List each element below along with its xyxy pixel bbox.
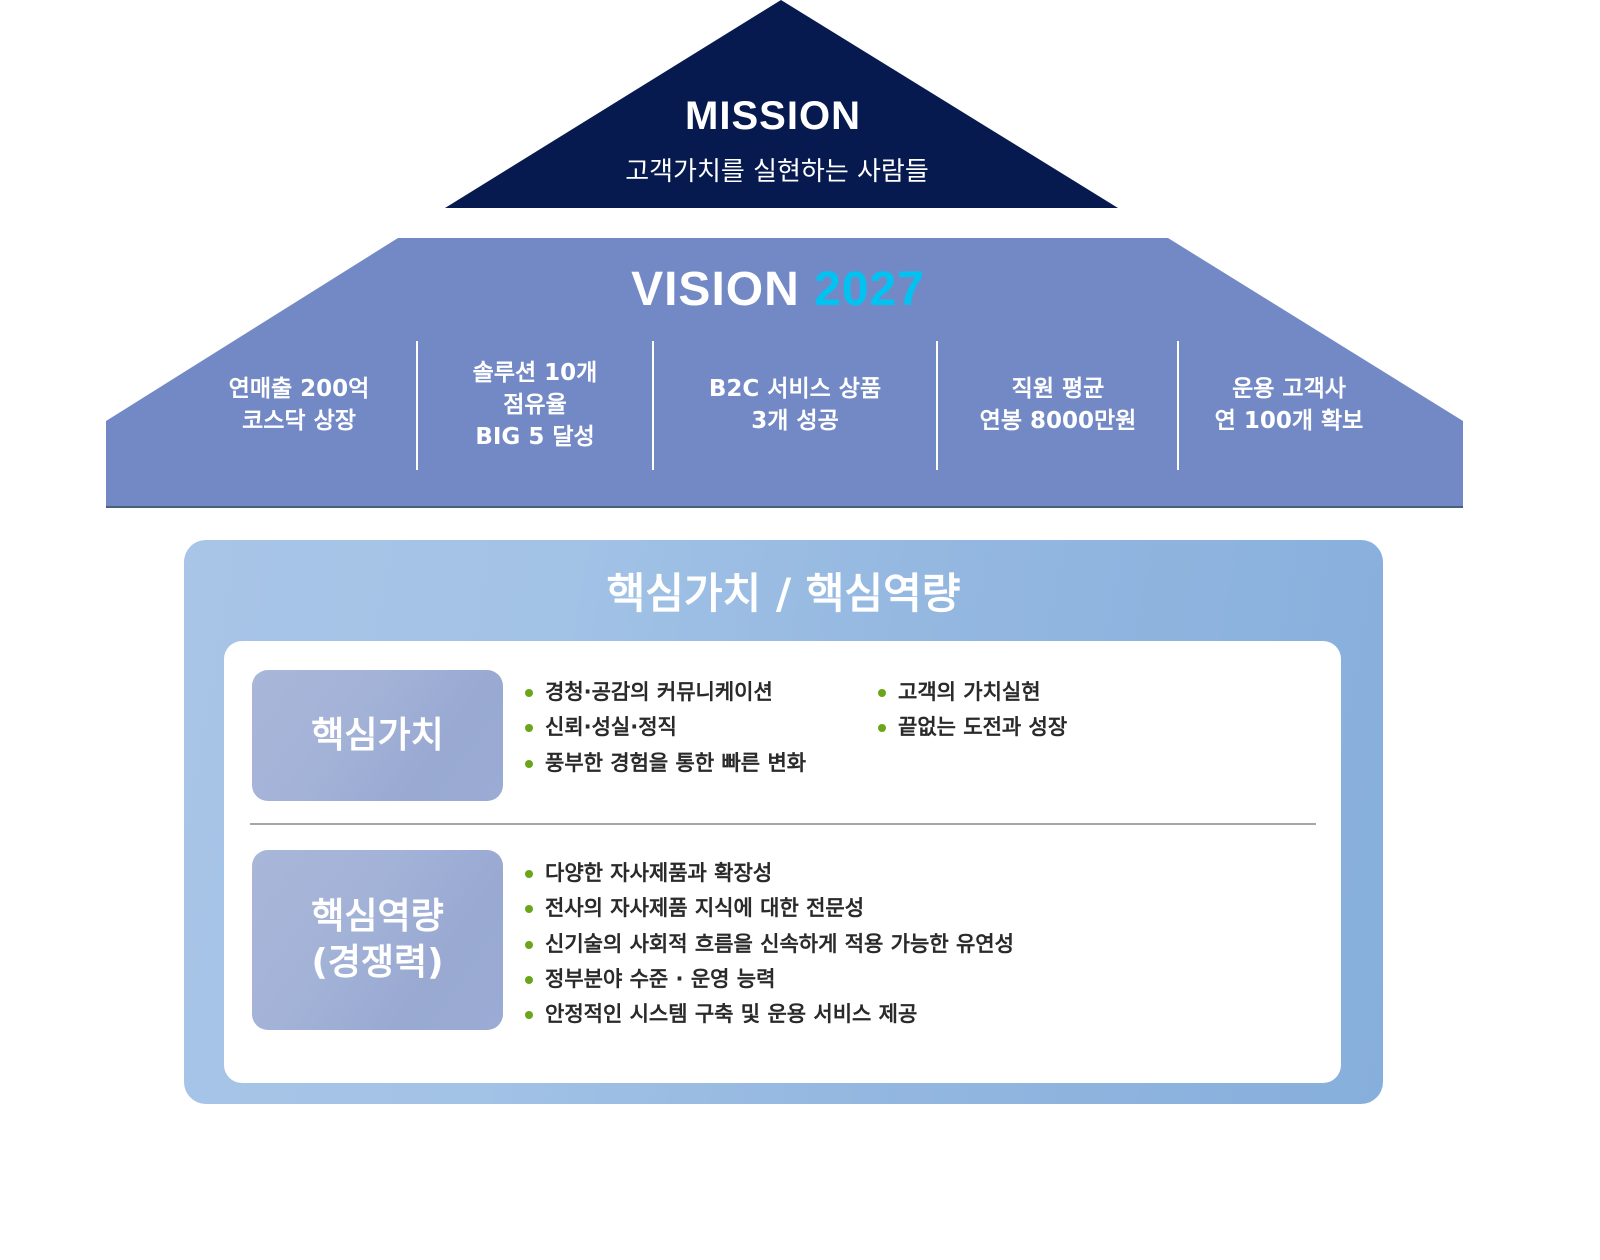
bullet-dot-icon (525, 975, 533, 984)
mission-statement: 고객가치를 실현하는 사람들 (625, 157, 929, 187)
vision-goal-clients: 운용 고객사 연 100개 확보 (1179, 340, 1399, 470)
list-item: 다양한 자사제품과 확장성 (525, 856, 1014, 891)
vision-goal-revenue: 연매출 200억 코스닥 상장 (182, 340, 416, 470)
goal-divider (416, 341, 418, 470)
core-competencies-list: 다양한 자사제품과 확장성 전사의 자사제품 지식에 대한 전문성 신기술의 사… (525, 856, 1014, 1032)
list-item: 안정적인 시스템 구축 및 운용 서비스 제공 (525, 997, 1014, 1032)
goal-line: 코스닥 상장 (242, 408, 356, 434)
goal-line: BIG 5 달성 (475, 424, 595, 450)
bullet-dot-icon (525, 940, 533, 949)
goal-line: 연매출 200억 (228, 376, 370, 402)
goal-line: 연봉 8000만원 (979, 408, 1137, 434)
core-competencies-label-text: 핵심역량 (311, 896, 444, 937)
core-values-label-text: 핵심가치 (311, 714, 444, 756)
section-divider (250, 823, 1316, 825)
goal-line: 연 100개 확보 (1214, 408, 1364, 434)
vision-roof (106, 238, 1463, 508)
goal-line: 직원 평균 (1011, 376, 1105, 402)
vision-title: VISION 2027 (0, 262, 1556, 317)
list-item: 신기술의 사회적 흐름을 신속하게 적용 가능한 유연성 (525, 927, 1014, 962)
goal-line: 운용 고객사 (1232, 376, 1346, 402)
bullet-dot-icon (525, 905, 533, 914)
vision-goal-b2c: B2C 서비스 상품 3개 성공 (654, 340, 936, 470)
goal-line: 3개 성공 (751, 408, 839, 434)
list-item: 경청·공감의 커뮤니케이션 (525, 675, 806, 710)
core-section-title: 핵심가치 / 핵심역량 (606, 569, 961, 618)
goal-divider (936, 341, 938, 470)
bullet-dot-icon (525, 724, 533, 733)
list-item: 전사의 자사제품 지식에 대한 전문성 (525, 891, 1014, 926)
list-item: 끝없는 도전과 성장 (878, 710, 1067, 745)
goal-line: 솔루션 10개 (472, 360, 598, 386)
mission-title: MISSION (685, 94, 861, 138)
vision-goal-salary: 직원 평균 연봉 8000만원 (938, 340, 1178, 470)
core-competencies-label-sub: (경쟁력) (311, 942, 444, 983)
vision-goal-solution-share: 솔루션 10개 점유율 BIG 5 달성 (418, 340, 652, 470)
core-values-list-2: 고객의 가치실현 끝없는 도전과 성장 (878, 675, 1067, 746)
goal-line: 점유율 (503, 392, 567, 418)
bullet-dot-icon (525, 689, 533, 697)
bullet-dot-icon (878, 689, 886, 697)
core-competencies-label: 핵심역량 (경쟁력) (252, 850, 503, 1030)
bullet-dot-icon (878, 724, 886, 733)
list-item: 고객의 가치실현 (878, 675, 1067, 710)
goal-divider (652, 341, 654, 470)
list-item: 신뢰·성실·정직 (525, 710, 806, 745)
list-item: 풍부한 경험을 통한 빠른 변화 (525, 746, 806, 781)
bullet-dot-icon (525, 1011, 533, 1020)
mission-triangle (445, 0, 1118, 208)
bullet-dot-icon (525, 870, 533, 878)
list-item: 정부분야 수준 · 운영 능력 (525, 962, 1014, 997)
core-values-list-1: 경청·공감의 커뮤니케이션 신뢰·성실·정직 풍부한 경험을 통한 빠른 변화 (525, 675, 806, 781)
core-values-label: 핵심가치 (252, 670, 503, 801)
goal-line: B2C 서비스 상품 (708, 376, 882, 402)
bullet-dot-icon (525, 759, 533, 768)
vision-title-word: VISION (631, 263, 800, 316)
vision-title-year: 2027 (814, 263, 925, 316)
goal-divider (1177, 341, 1179, 470)
